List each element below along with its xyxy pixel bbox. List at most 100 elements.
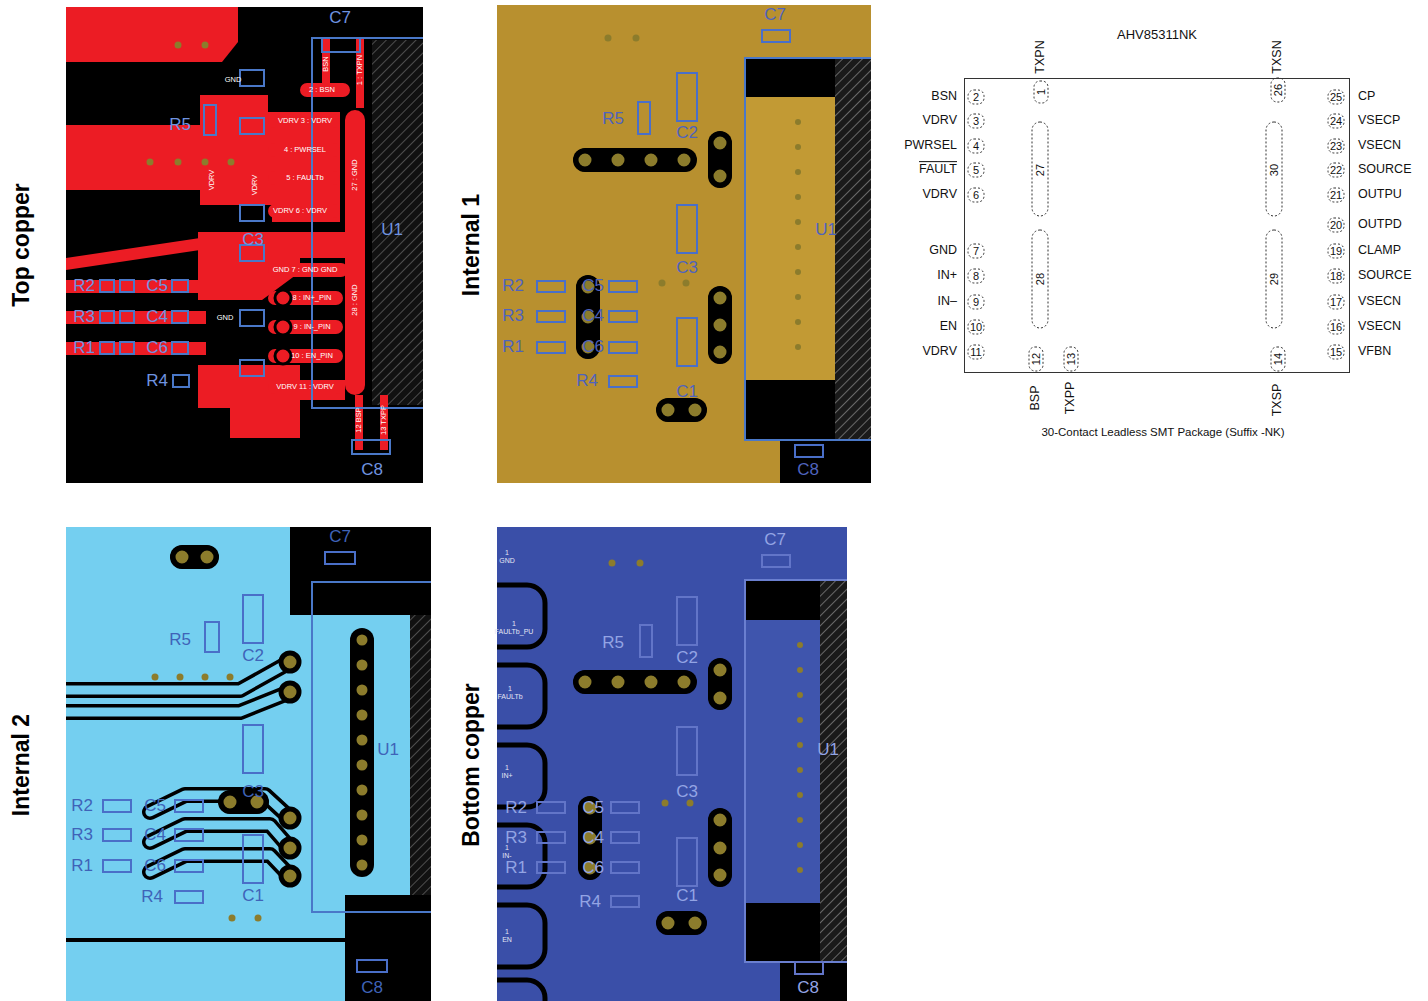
via — [354, 832, 370, 848]
reference-designator: C5 — [144, 797, 166, 816]
pin-name: VFBN — [1358, 345, 1391, 359]
via — [795, 194, 801, 200]
copper-pour — [268, 204, 340, 218]
footprint-outline — [103, 552, 387, 972]
footprint-outline — [103, 800, 131, 812]
pad-net-label: 12 BSP — [355, 407, 363, 432]
pad-outline — [497, 980, 545, 1001]
via-chain — [656, 398, 707, 422]
pad-outline — [497, 905, 545, 967]
footprint-outline — [537, 802, 565, 813]
footprint-outline — [175, 800, 203, 812]
footprint-outline — [537, 862, 565, 873]
via — [175, 159, 182, 166]
pad-net-label: BSN — [322, 56, 330, 71]
via — [797, 692, 803, 698]
footprint-outline — [322, 38, 360, 52]
reference-designator: C6 — [582, 859, 604, 878]
via — [354, 857, 370, 873]
pin-number: 26 — [1272, 84, 1284, 96]
reference-designator: C5 — [582, 277, 604, 296]
footprint-outline — [172, 311, 188, 323]
via — [281, 839, 299, 857]
footprint-outline — [100, 280, 114, 292]
pin-name: OUTPD — [1358, 218, 1402, 232]
pad-outline — [497, 665, 545, 727]
copper-pour — [268, 349, 343, 363]
pin-number: 25 — [1330, 91, 1342, 103]
footprint-outline — [611, 862, 639, 873]
reference-designator: C6 — [146, 339, 168, 358]
reference-designator: R3 — [502, 307, 524, 326]
reference-designator: R3 — [71, 826, 93, 845]
reference-designator: C7 — [329, 528, 351, 547]
copper-pour — [300, 83, 350, 97]
footprint-outline — [204, 105, 216, 135]
pad-net-label: 13 TXPP — [380, 405, 388, 435]
package-pad — [1266, 122, 1282, 216]
via — [642, 673, 660, 691]
package-pad — [1328, 345, 1344, 359]
reference-designator: C3 — [676, 783, 698, 802]
via — [198, 548, 216, 566]
via — [711, 689, 729, 707]
via — [637, 560, 644, 567]
footprint-outline — [611, 802, 639, 813]
pin-name: IN+ — [937, 269, 957, 283]
footprint-outline — [609, 281, 637, 292]
reference-designator: R5 — [169, 631, 191, 650]
pad-net-label: VDRV 3 : VDRV — [278, 117, 332, 125]
reference-designator: C8 — [361, 461, 383, 480]
trace — [150, 825, 290, 848]
copper-pour — [345, 110, 365, 395]
via — [576, 673, 594, 691]
via — [275, 319, 291, 335]
via — [797, 642, 803, 648]
reference-designator: R1 — [73, 339, 95, 358]
package-pad — [968, 295, 984, 309]
pin-name: VSECN — [1358, 139, 1401, 153]
copper-pour — [355, 395, 363, 450]
package-pad — [1271, 347, 1285, 371]
pin-number: 16 — [1330, 321, 1342, 333]
reference-designator: C1 — [676, 383, 698, 402]
via — [683, 280, 690, 287]
bottom-copper-layer — [497, 527, 847, 1001]
reference-designator: C8 — [361, 979, 383, 998]
reference-designator: C4 — [144, 826, 166, 845]
via — [609, 673, 627, 691]
pad-net-label: 1 FAULTb — [497, 685, 522, 700]
footprint-outline — [609, 376, 637, 387]
pin-number: 19 — [1330, 245, 1342, 257]
footprint-outline — [205, 622, 219, 652]
package-pad — [968, 269, 984, 283]
footprint-outline — [611, 832, 639, 843]
footprint-outline — [537, 555, 823, 974]
pad-net-label: 27 : GND — [351, 159, 359, 190]
internal-2-layer — [345, 895, 431, 1001]
reference-designator: C2 — [676, 649, 698, 668]
reference-designator: C1 — [676, 887, 698, 906]
footprint-outline — [243, 595, 263, 643]
footprint-outline — [100, 311, 114, 323]
internal-1-layer — [745, 58, 871, 440]
pin-name: TXSN — [1271, 40, 1285, 73]
footprint-outline — [100, 342, 114, 354]
package-pad — [968, 188, 984, 202]
pin-name: SOURCE — [1358, 269, 1411, 283]
pin-name: CLAMP — [1358, 244, 1401, 258]
via — [229, 915, 236, 922]
via — [711, 316, 729, 334]
via — [711, 661, 729, 679]
trace — [66, 692, 290, 712]
reference-designator: R4 — [576, 372, 598, 391]
via-chain — [708, 658, 732, 710]
via — [795, 219, 801, 225]
footprint-outline — [175, 829, 203, 841]
footprint-outline — [762, 30, 790, 42]
via — [605, 35, 612, 42]
reference-designator: C5 — [582, 799, 604, 818]
via — [711, 167, 729, 185]
pin-name: OUTPU — [1358, 188, 1402, 202]
via — [795, 269, 801, 275]
